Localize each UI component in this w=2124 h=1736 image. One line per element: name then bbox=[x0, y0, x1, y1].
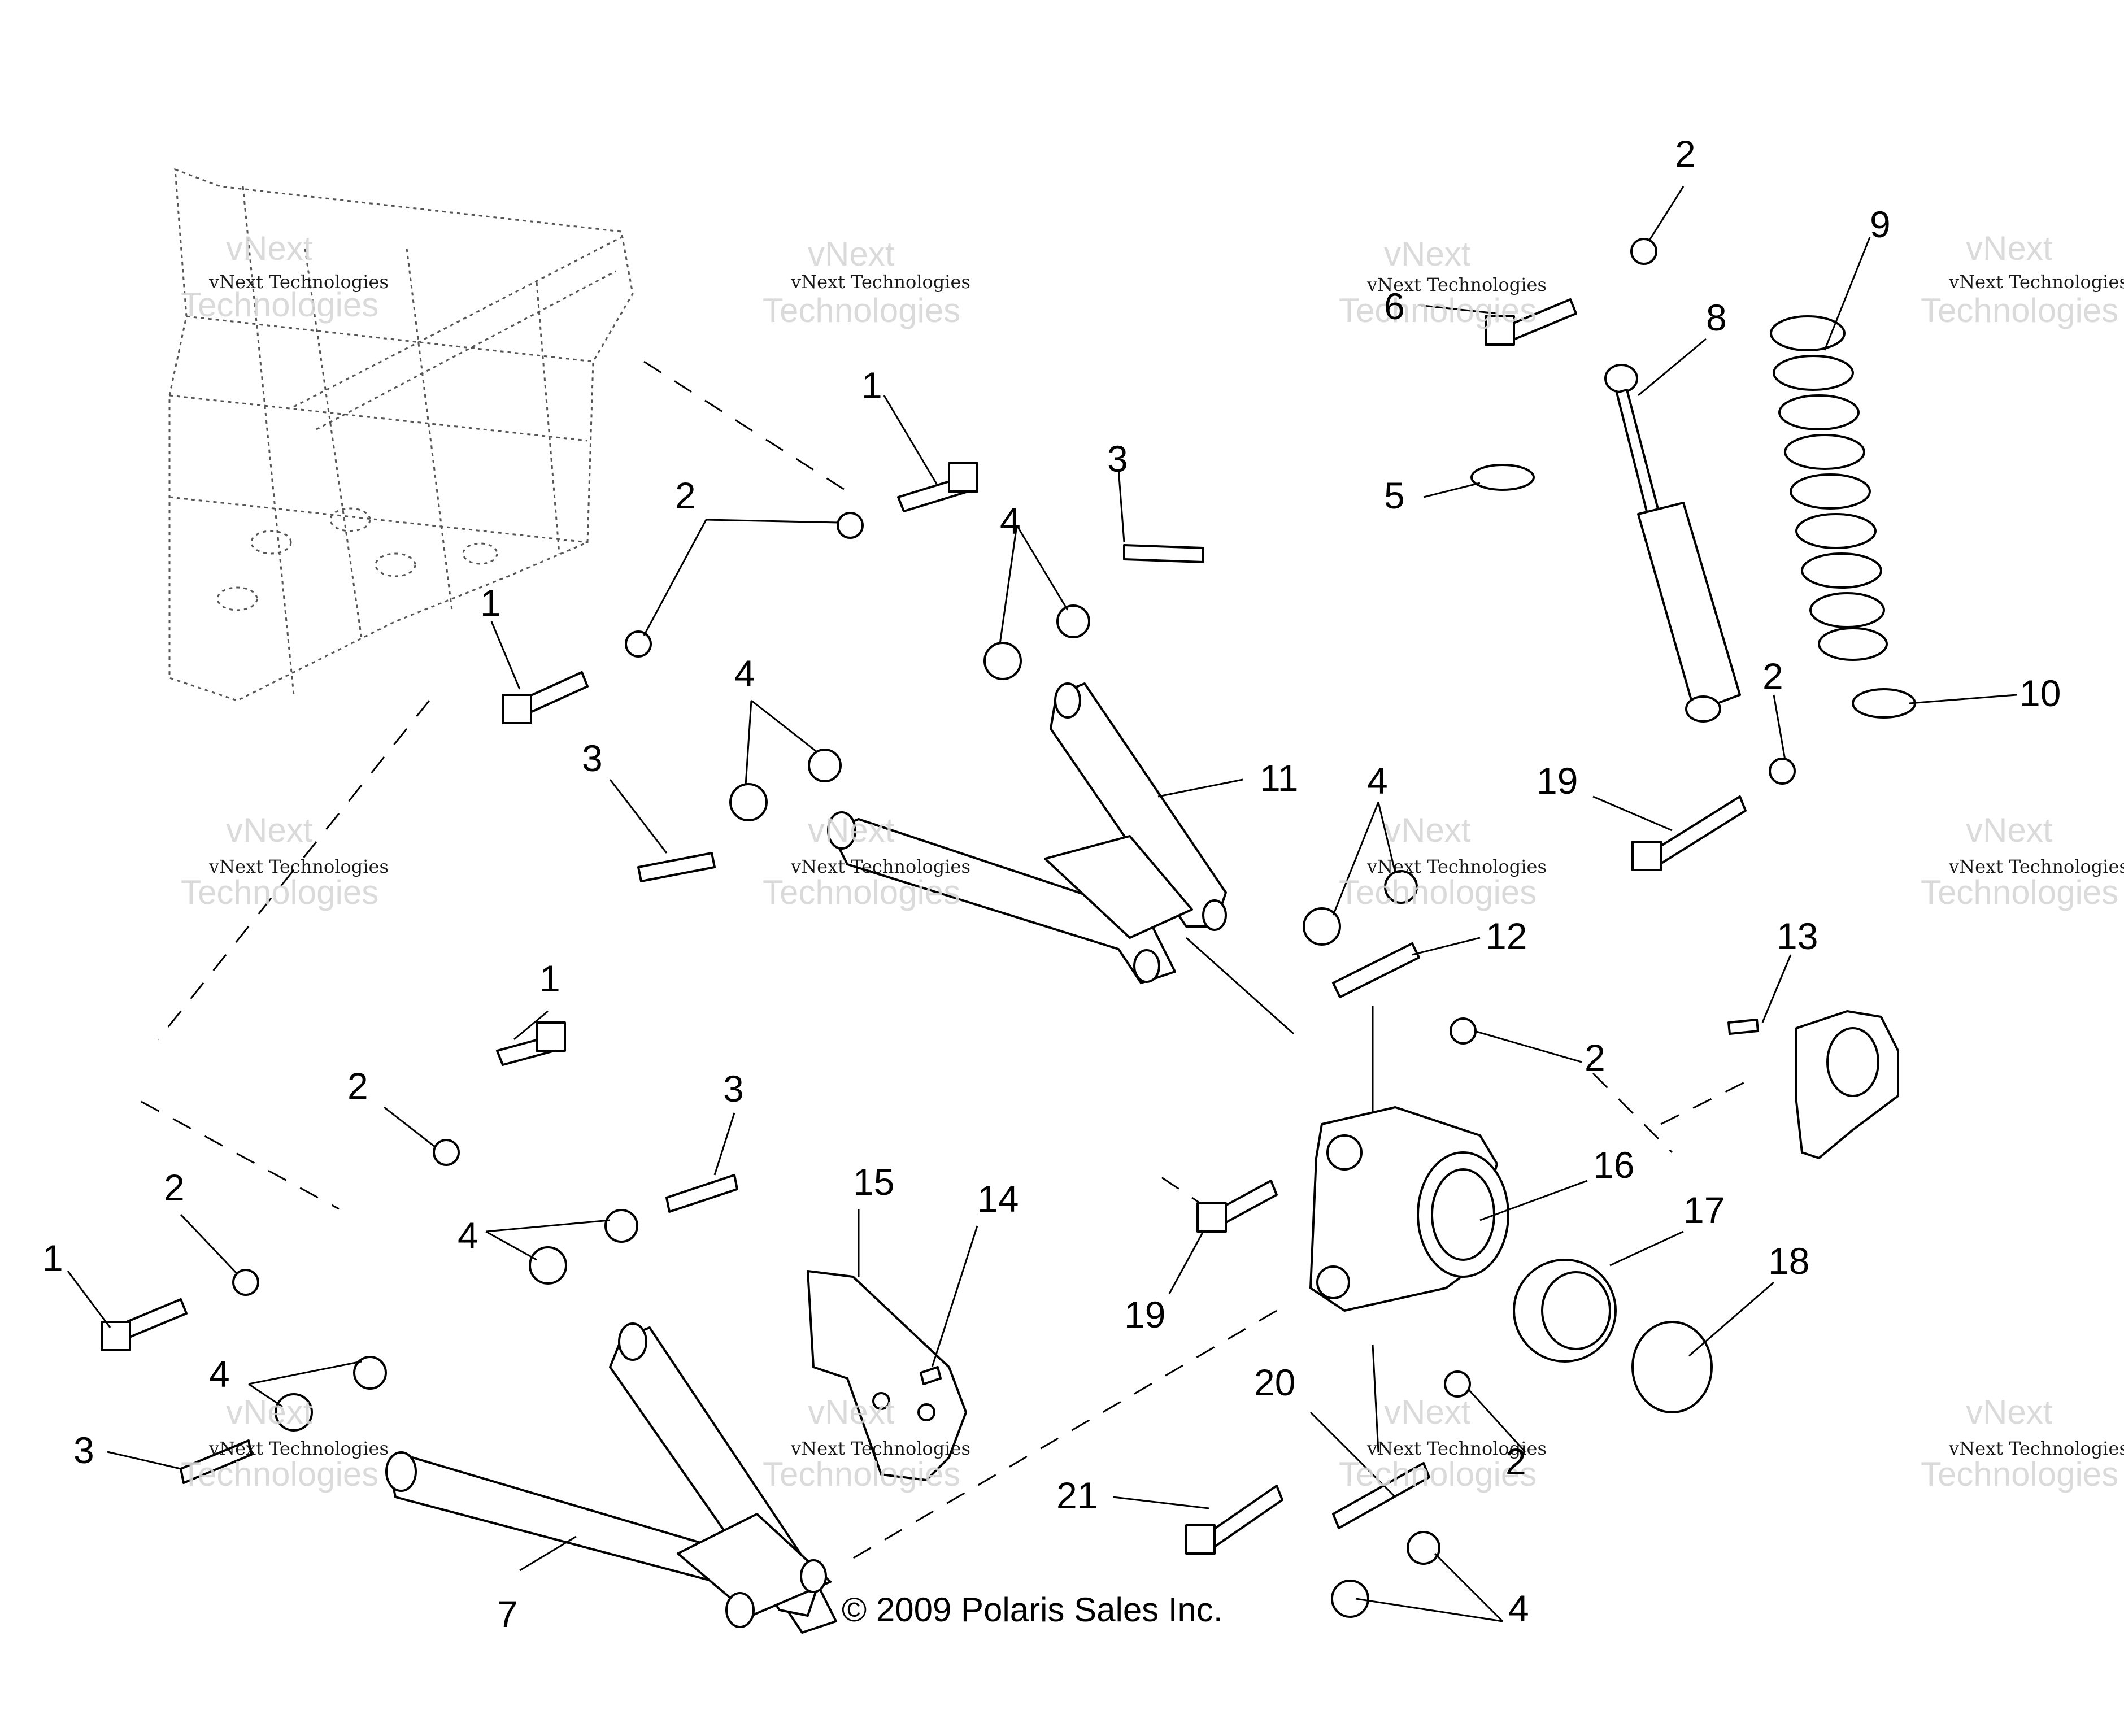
callout-2: 2 bbox=[1675, 133, 1696, 175]
callout-17: 17 bbox=[1683, 1189, 1725, 1231]
brake-caliper bbox=[1795, 1010, 1899, 1159]
callout-13: 13 bbox=[1777, 915, 1818, 957]
callout-2: 2 bbox=[1762, 655, 1783, 697]
callout-2: 2 bbox=[347, 1065, 368, 1107]
coil-spring bbox=[1770, 315, 1888, 661]
shock-absorber bbox=[1604, 364, 1741, 723]
callout-3: 3 bbox=[723, 1068, 744, 1110]
svg-text:Technologies: Technologies bbox=[1921, 1455, 2118, 1493]
callout-19: 19 bbox=[1124, 1294, 1165, 1335]
callout-1: 1 bbox=[539, 958, 560, 999]
callout-16: 16 bbox=[1593, 1144, 1634, 1186]
callout-6: 6 bbox=[1384, 285, 1405, 327]
callout-7: 7 bbox=[497, 1593, 518, 1635]
callout-5: 5 bbox=[1384, 475, 1405, 516]
svg-text:vNext: vNext bbox=[1966, 229, 2053, 267]
watermarks: Technologies vNext vNext Technologies Te… bbox=[181, 229, 2124, 1493]
svg-text:Technologies: Technologies bbox=[763, 1455, 960, 1493]
callout-4: 4 bbox=[209, 1353, 230, 1395]
callout-4: 4 bbox=[1367, 760, 1388, 802]
callout-1: 1 bbox=[861, 364, 882, 406]
leader-lines bbox=[67, 186, 2017, 1622]
callout-15: 15 bbox=[853, 1161, 894, 1203]
svg-text:vNext Technologies: vNext Technologies bbox=[790, 1438, 970, 1459]
svg-text:vNext: vNext bbox=[808, 811, 895, 849]
svg-text:vNext Technologies: vNext Technologies bbox=[790, 271, 970, 293]
svg-text:vNext: vNext bbox=[226, 229, 313, 267]
svg-text:vNext Technologies: vNext Technologies bbox=[1948, 856, 2124, 877]
svg-text:Technologies: Technologies bbox=[763, 291, 960, 329]
svg-text:Technologies: Technologies bbox=[763, 873, 960, 911]
bearing-carrier bbox=[1309, 1106, 1509, 1312]
svg-text:Technologies: Technologies bbox=[181, 1455, 378, 1493]
svg-text:Technologies: Technologies bbox=[1921, 291, 2118, 329]
svg-text:vNext Technologies: vNext Technologies bbox=[1366, 856, 1547, 877]
wheel-bearing bbox=[1513, 1259, 1617, 1363]
svg-text:Technologies: Technologies bbox=[1339, 1455, 1537, 1493]
callout-2: 2 bbox=[1505, 1441, 1526, 1482]
svg-text:Technologies: Technologies bbox=[1921, 873, 2118, 911]
lower-a-arm bbox=[385, 1322, 837, 1634]
upper-a-arm bbox=[827, 682, 1227, 984]
callout-8: 8 bbox=[1706, 297, 1727, 338]
svg-text:vNext Technologies: vNext Technologies bbox=[1948, 1438, 2124, 1459]
callout-3: 3 bbox=[73, 1429, 94, 1471]
svg-text:vNext: vNext bbox=[808, 235, 895, 273]
spring-retainer bbox=[1852, 688, 1916, 719]
svg-text:Technologies: Technologies bbox=[1339, 291, 1537, 329]
svg-text:vNext Technologies: vNext Technologies bbox=[790, 856, 970, 877]
callout-1: 1 bbox=[480, 582, 501, 624]
callout-2: 2 bbox=[1585, 1037, 1605, 1078]
callout-20: 20 bbox=[1254, 1361, 1295, 1403]
svg-text:vNext Technologies: vNext Technologies bbox=[208, 271, 389, 293]
svg-text:vNext Technologies: vNext Technologies bbox=[1366, 274, 1547, 295]
callout-14: 14 bbox=[977, 1178, 1019, 1220]
callout-4: 4 bbox=[458, 1215, 478, 1256]
svg-text:vNext: vNext bbox=[226, 811, 313, 849]
washer bbox=[1470, 464, 1535, 491]
callout-4: 4 bbox=[1000, 500, 1021, 542]
svg-text:vNext Technologies: vNext Technologies bbox=[208, 1438, 389, 1459]
callout-4: 4 bbox=[1508, 1587, 1529, 1629]
callout-18: 18 bbox=[1768, 1240, 1809, 1282]
callout-1: 1 bbox=[42, 1237, 63, 1279]
svg-text:vNext Technologies: vNext Technologies bbox=[208, 856, 389, 877]
callout-10: 10 bbox=[2019, 672, 2061, 714]
svg-text:Technologies: Technologies bbox=[1339, 873, 1537, 911]
callout-19: 19 bbox=[1537, 760, 1578, 802]
copyright-notice: © 2009 Polaris Sales Inc. bbox=[842, 1591, 1223, 1629]
callout-labels: 1 2 3 4 1 3 4 11 4 12 1 2 3 4 2 1 4 3 7 … bbox=[42, 133, 2061, 1635]
svg-text:Technologies: Technologies bbox=[181, 873, 378, 911]
retaining-ring bbox=[1631, 1321, 1713, 1413]
callout-9: 9 bbox=[1870, 203, 1891, 245]
svg-text:vNext: vNext bbox=[1966, 1393, 2053, 1431]
callout-4: 4 bbox=[734, 652, 755, 694]
callout-21: 21 bbox=[1056, 1474, 1098, 1516]
svg-text:vNext: vNext bbox=[226, 1393, 313, 1431]
svg-text:vNext: vNext bbox=[1966, 811, 2053, 849]
svg-text:vNext Technologies: vNext Technologies bbox=[1366, 1438, 1547, 1459]
frame-outline bbox=[168, 168, 634, 702]
callout-11: 11 bbox=[1260, 757, 1299, 799]
callout-3: 3 bbox=[1107, 438, 1128, 480]
guard-plate bbox=[807, 1270, 967, 1481]
svg-text:vNext: vNext bbox=[1384, 235, 1471, 273]
svg-text:vNext: vNext bbox=[808, 1393, 895, 1431]
callout-2: 2 bbox=[675, 475, 696, 516]
svg-text:vNext: vNext bbox=[1384, 1393, 1471, 1431]
callout-3: 3 bbox=[582, 737, 603, 779]
callout-12: 12 bbox=[1486, 915, 1527, 957]
fasteners bbox=[101, 238, 1796, 1618]
svg-text:vNext: vNext bbox=[1384, 811, 1471, 849]
svg-text:Technologies: Technologies bbox=[181, 286, 378, 324]
svg-text:vNext Technologies: vNext Technologies bbox=[1948, 271, 2124, 293]
callout-2: 2 bbox=[164, 1167, 185, 1208]
